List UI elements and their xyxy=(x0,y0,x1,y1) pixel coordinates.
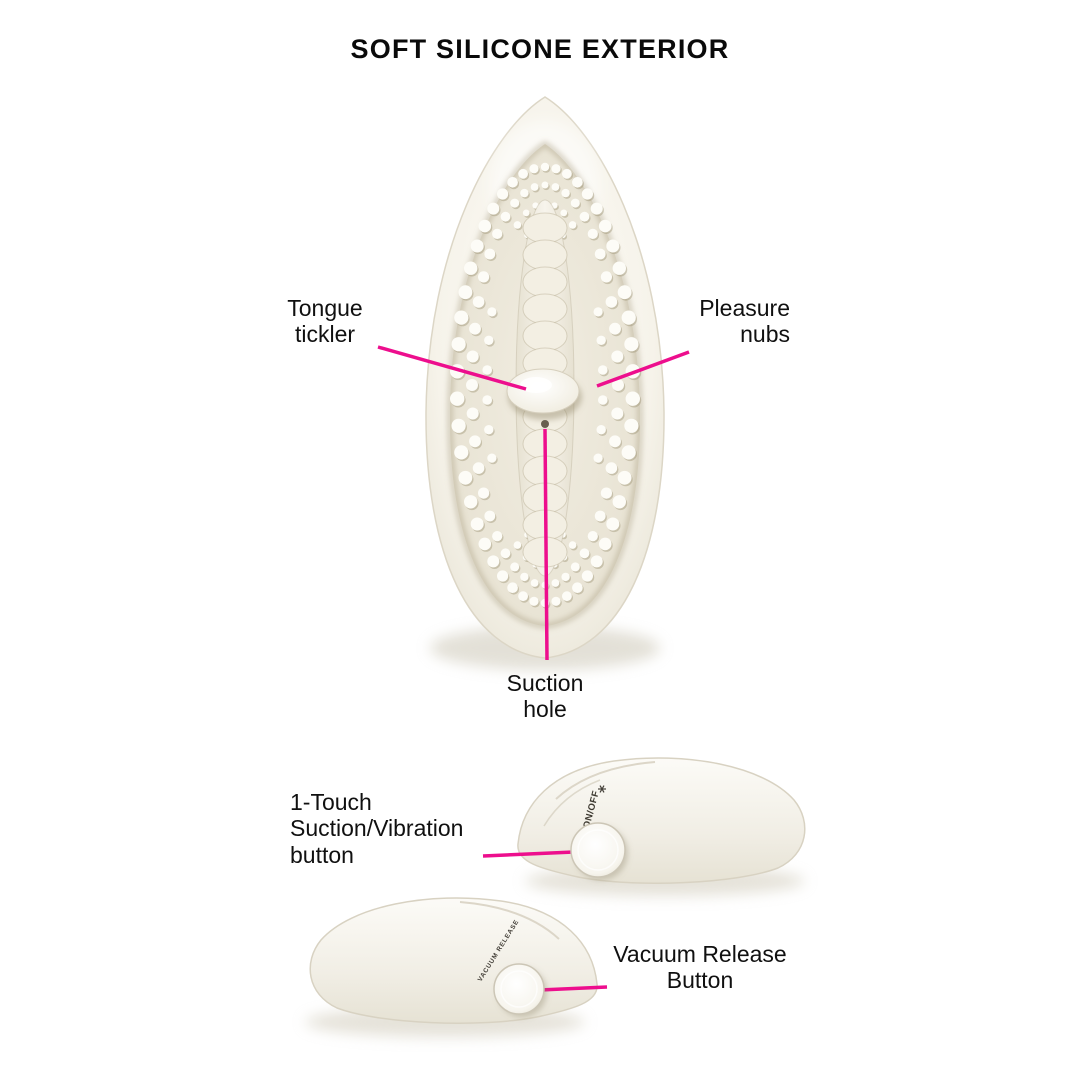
tongue-tickler-label: Tongue tickler xyxy=(287,295,363,348)
pleasure-nubs-leader-line xyxy=(596,350,690,388)
vacuum-button-ring xyxy=(500,970,538,1008)
page-title: SOFT SILICONE EXTERIOR xyxy=(350,34,730,64)
side2-body xyxy=(309,897,598,1024)
onoff-button-ring xyxy=(577,829,619,871)
suction-hole-label: Suction hole xyxy=(506,670,584,723)
suction-hole xyxy=(541,420,549,428)
side2-body-group xyxy=(309,897,598,1024)
one-touch-button-label: 1-Touch Suction/Vibration button xyxy=(290,789,464,868)
suction-hole-leader-line xyxy=(543,428,549,661)
side1-crease xyxy=(555,761,656,800)
tongue-tickler-highlight xyxy=(520,377,552,393)
device-buttons xyxy=(493,822,628,1017)
vacuum-release-leader-line xyxy=(539,985,608,992)
side-view-onoff-device: ON/OFF xyxy=(517,757,806,896)
vibration-burst-icon xyxy=(598,785,606,793)
tongue-tickler-leader-line xyxy=(377,345,527,391)
side1-body xyxy=(517,757,806,884)
vacuum-release-button-label: Vacuum Release Button xyxy=(613,941,787,994)
side2-crease xyxy=(459,901,560,940)
onoff-button xyxy=(570,822,626,878)
pleasure-nubs-label: Pleasure nubs xyxy=(699,295,790,348)
side-view-vacuum-device: VACUUM RELEASE xyxy=(305,897,598,1037)
side1-crease2 xyxy=(543,779,601,827)
